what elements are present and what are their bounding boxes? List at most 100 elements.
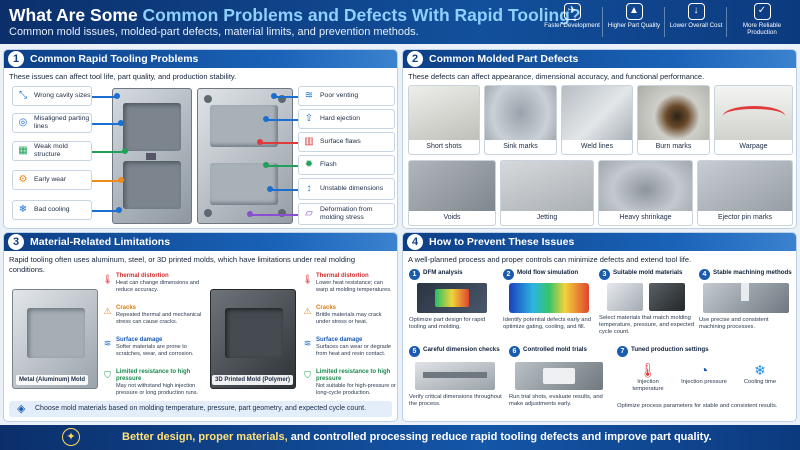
grid-icon: ▥ [304, 136, 314, 147]
ejector-icon: ⇧ [304, 113, 314, 124]
warning-icon: ⚠ [103, 306, 112, 316]
thermometer-icon: 🌡 [639, 362, 657, 378]
defect-burn-marks: Burn marks [637, 85, 710, 155]
section-tooling-problems: 1 Common Rapid Tooling Problems These iss… [3, 49, 398, 229]
wave-icon: ≋ [304, 90, 314, 101]
section-title: How to Prevent These Issues [429, 236, 575, 248]
defect-heavy-shrinkage: Heavy shrinkage [598, 160, 693, 226]
defect-ejector-pin-marks: Ejector pin marks [697, 160, 793, 226]
section-title: Material-Related Limitations [30, 236, 171, 248]
rocket-icon: ✈ [563, 3, 581, 20]
header-banner: What Are Some Common Problems and Defect… [0, 0, 800, 44]
lightbulb-icon: ✦ [62, 428, 80, 446]
shield-icon: ⛉ [104, 370, 111, 380]
steel-block-image [649, 283, 685, 311]
section-number: 2 [407, 51, 423, 67]
deform-icon: ▱ [305, 208, 313, 219]
section-title: Common Rapid Tooling Problems [30, 53, 199, 65]
problem-deformation: ▱Deformation from molding stress [298, 203, 395, 225]
gauge-icon: ◔ [699, 362, 709, 378]
problem-misaligned: ◎Misaligned parting lines [12, 113, 92, 133]
shield-icon: ✓ [753, 3, 771, 20]
setting-cooling: ❄Cooling time [733, 361, 787, 401]
section-number: 4 [407, 234, 423, 250]
section-desc: These defects can affect appearance, dim… [408, 72, 705, 81]
printed-mold-tag: 3D Printed Mold (Polymer) [212, 375, 294, 385]
section-part-defects: 2 Common Molded Part Defects These defect… [402, 49, 797, 229]
section-prevention: 4 How to Prevent These Issues A well-plan… [402, 232, 797, 422]
mold-half-right [197, 88, 293, 224]
burst-icon: ✹ [304, 159, 314, 170]
warning-icon: ⚠ [303, 306, 312, 316]
problem-unstable-dimensions: ↕Unstable dimensions [298, 178, 395, 200]
defect-weld-lines: Weld lines [561, 85, 633, 155]
section-desc: These issues can affect tool life, part … [9, 72, 237, 81]
metal-mold-image [12, 289, 98, 389]
layers-icon: ≋ [303, 338, 312, 348]
caliper-image [415, 362, 495, 390]
section-desc: Rapid tooling often uses aluminum, steel… [9, 255, 356, 274]
defect-sink-marks: Sink marks [484, 85, 557, 155]
gear-icon: ⚙ [18, 174, 28, 185]
chart-icon: ▲ [625, 3, 643, 20]
feature-quality: ▲Higher Part Quality [607, 3, 661, 29]
structure-icon: ▦ [18, 145, 28, 156]
ruler-icon: ⤡ [19, 90, 27, 101]
problem-poor-venting: ≋Poor venting [298, 86, 395, 106]
problem-early-wear: ⚙Early wear [12, 170, 92, 190]
printed-mold-image [210, 289, 296, 389]
target-icon: ◎ [18, 117, 28, 128]
section-title: Common Molded Part Defects [429, 53, 579, 65]
page-title: What Are Some Common Problems and Defect… [9, 5, 581, 25]
trial-mold-image [515, 362, 603, 390]
problem-wrong-cavity: ⤡Wrong cavity sizes [12, 86, 92, 106]
shield-icon: ⛉ [304, 370, 311, 380]
problem-weak-structure: ▦Weak mold structure [12, 141, 92, 161]
simulation-image [509, 283, 589, 313]
setting-temperature: 🌡Injection temperature [621, 361, 675, 401]
section-number: 3 [8, 234, 24, 250]
problem-flash: ✹Flash [298, 155, 395, 175]
snowflake-icon: ❄ [754, 362, 766, 378]
thermometer-icon: 🌡 [102, 274, 114, 284]
thermometer-icon: 🌡 [302, 274, 314, 284]
down-arrow-icon: ↓ [687, 3, 705, 20]
defect-jetting: Jetting [500, 160, 594, 226]
problem-bad-cooling: ❄Bad cooling [12, 200, 92, 220]
material-note: ◈Choose mold materials based on molding … [9, 401, 392, 417]
setting-pressure: ◔Injection pressure [677, 361, 731, 401]
section-material-limits: 3 Material-Related Limitations Rapid tool… [3, 232, 398, 422]
section-number: 1 [8, 51, 24, 67]
footer-text: Better design, proper materials, and con… [122, 431, 712, 443]
defect-warpage: Warpage [714, 85, 793, 155]
mold-half-left [112, 88, 192, 224]
ruler-icon: ↕ [306, 183, 312, 194]
aluminum-block-image [607, 283, 643, 311]
defect-short-shots: Short shots [408, 85, 480, 155]
section-desc: A well-planned process and proper contro… [408, 255, 692, 264]
layers-icon: ◈ [17, 403, 26, 415]
defect-voids: Voids [408, 160, 496, 226]
feature-faster: ✈Faster Development [544, 3, 600, 29]
page-subtitle: Common mold issues, molded-part defects,… [9, 26, 419, 38]
laptop-image [417, 283, 487, 313]
footer-banner: ✦ Better design, proper materials, and c… [0, 425, 800, 450]
problem-hard-ejection: ⇧Hard ejection [298, 109, 395, 129]
feature-reliable: ✓More Reliable Production [742, 3, 782, 36]
problem-surface-flaws: ▥Surface flaws [298, 132, 395, 152]
